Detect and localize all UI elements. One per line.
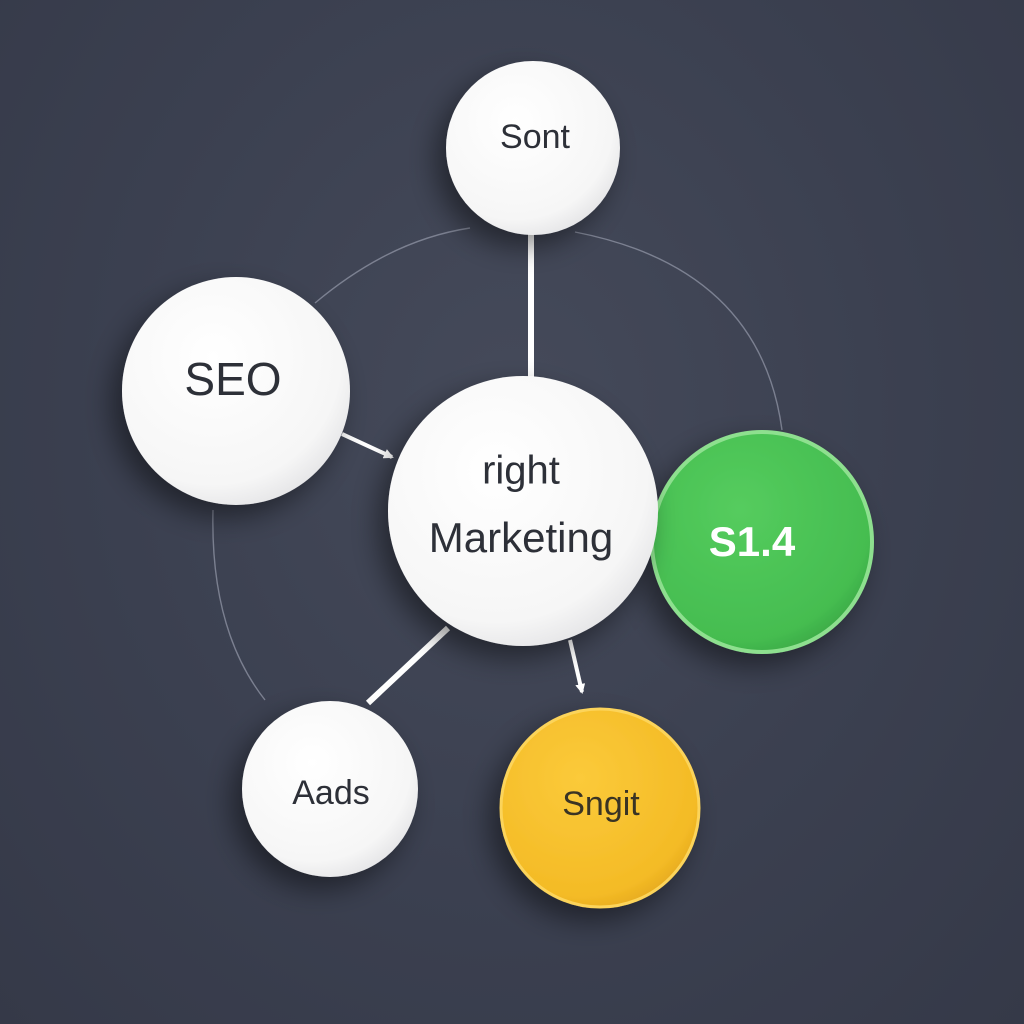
node-sngit-label: Sngit — [562, 785, 640, 823]
node-sont-label: Sont — [500, 118, 570, 156]
node-seo-label: SEO — [184, 353, 281, 405]
node-aads[interactable]: Aads — [242, 701, 418, 877]
orbit-arc-left — [212, 509, 266, 701]
node-sont[interactable]: Sont — [446, 61, 620, 235]
node-stat[interactable]: S1.4 — [650, 430, 874, 654]
edge-seo-center-arrow — [341, 432, 394, 459]
node-center-label-line2: Marketing — [429, 514, 613, 561]
node-seo[interactable]: SEO — [122, 277, 350, 505]
edge-center-sngit-arrow — [568, 639, 586, 694]
node-stat-label: S1.4 — [709, 518, 796, 565]
orbit-arc-top-right — [574, 231, 783, 431]
edge-center-aads — [365, 625, 451, 706]
node-sngit[interactable]: Sngit — [499, 707, 701, 909]
node-aads-label: Aads — [292, 774, 370, 812]
node-center[interactable]: right Marketing — [388, 376, 658, 646]
node-center-label-line1: right — [482, 449, 560, 493]
orbit-arc-top-left — [314, 227, 471, 304]
